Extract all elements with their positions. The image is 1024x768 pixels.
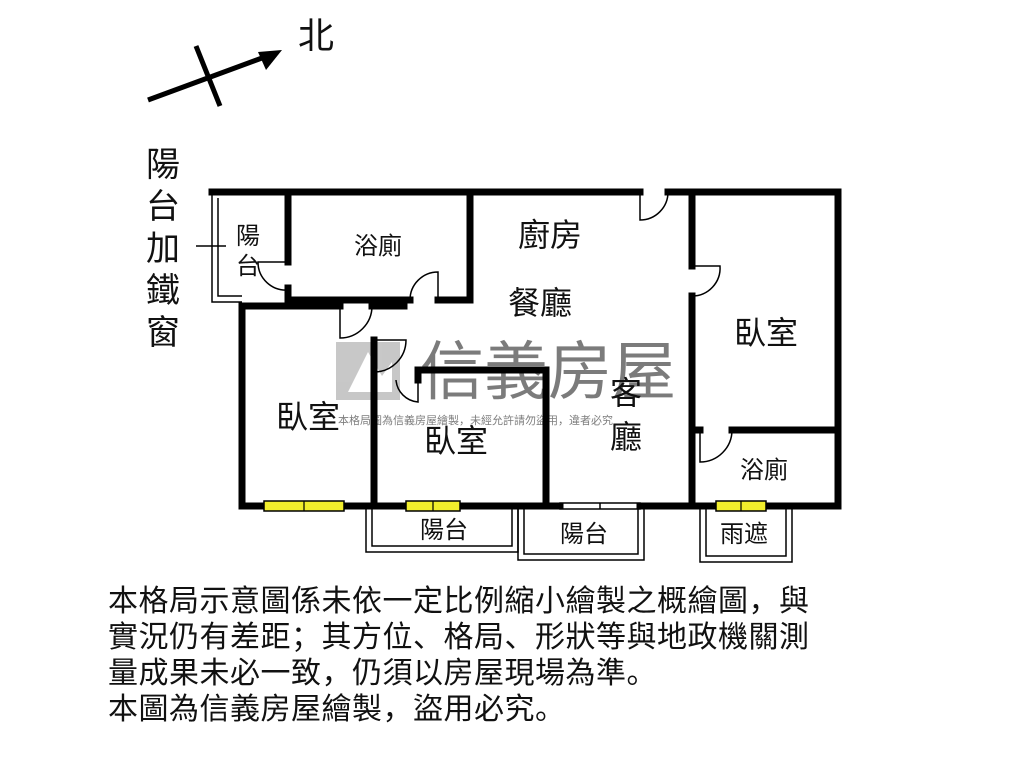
disclaimer-line: 量成果未必一致，仍須以房屋現場為準。 (108, 656, 657, 691)
room-label-balcony-bottom: 陽台 (560, 520, 608, 548)
room-label-living: 客 (610, 374, 642, 412)
sliding-door (559, 502, 641, 510)
room-label-dining: 餐廳 (508, 284, 572, 322)
watermark-logo-icon (336, 342, 400, 400)
compass-north-label: 北 (298, 16, 334, 57)
walls (208, 188, 842, 510)
room-label-bath-top: 浴廁 (354, 232, 402, 260)
room-label-balcony-left: 陽 (236, 222, 260, 250)
balcony-note-char: 加 (146, 229, 180, 269)
balcony-note-char: 陽 (146, 145, 180, 185)
room-label-bedroom-left: 臥室 (276, 398, 340, 436)
room-label-bedroom-right: 臥室 (734, 314, 798, 352)
compass: 北 (147, 16, 334, 107)
disclaimer-line: 本格局示意圖係未依一定比例縮小繪製之概繪圖，與 (108, 584, 810, 619)
room-label-canopy: 雨遮 (720, 520, 768, 548)
balcony-note: 陽 台 加 鐵 窗 (146, 145, 180, 353)
door-swing-icon (409, 271, 439, 301)
disclaimer-line: 實況仍有差距；其方位、格局、形狀等與地政機關測 (108, 620, 810, 655)
room-label-bath-right: 浴廁 (740, 456, 788, 484)
door-swing-icon (339, 305, 373, 339)
disclaimer-line: 本圖為信義房屋繪製，盜用必究。 (108, 692, 566, 727)
door-swing-icon (395, 379, 419, 403)
north-arrow-icon (258, 50, 282, 70)
window-mullions (303, 501, 742, 511)
balcony-note-char: 鐵 (146, 271, 180, 311)
room-label-kitchen: 廚房 (518, 216, 582, 254)
room-labels: 陽 台 浴廁 廚房 餐廳 臥室 臥室 臥室 客 廳 浴廁 陽台 陽台 雨遮 (236, 216, 798, 548)
door-swing-icon (691, 265, 721, 297)
room-label-balcony-bottom: 陽台 (420, 516, 468, 544)
room-label-balcony-left: 台 (236, 252, 260, 280)
balcony-note-char: 台 (146, 187, 180, 227)
disclaimer: 本格局示意圖係未依一定比例縮小繪製之概繪圖，與 實況仍有差距；其方位、格局、形狀… (108, 584, 988, 728)
door-swing-icon (639, 191, 669, 221)
door-swing-icon (257, 261, 289, 291)
room-label-bedroom-mid: 臥室 (424, 422, 488, 460)
door-swing-icon (373, 339, 407, 373)
door-swing-icon (699, 429, 733, 463)
balcony-outlines (211, 192, 793, 563)
door-swings (257, 191, 733, 463)
balcony-note-char: 窗 (146, 313, 180, 353)
room-label-living: 廳 (610, 418, 642, 456)
